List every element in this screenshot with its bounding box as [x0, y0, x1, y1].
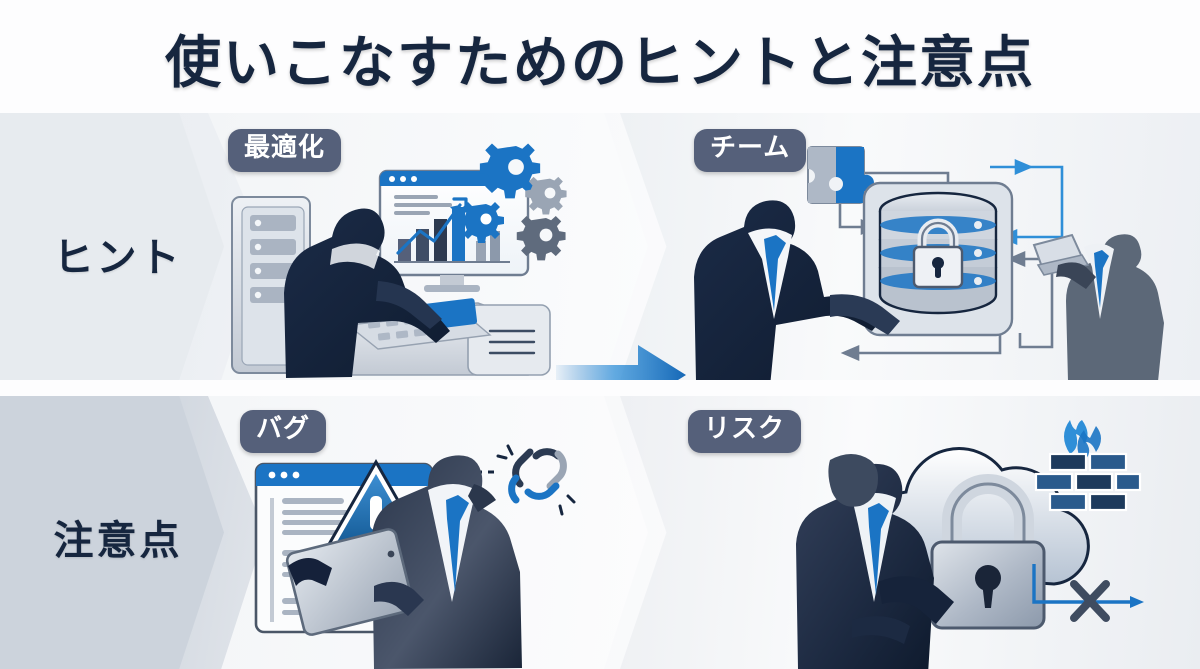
- row-label-hints: ヒント: [53, 235, 183, 281]
- row-hints-label-chevron: [0, 113, 224, 380]
- illustration-cloud-security-risk: [796, 414, 1198, 669]
- monitor-icon: [378, 169, 530, 292]
- badge-bug: バグ: [240, 410, 327, 453]
- database-icon: [862, 181, 1014, 337]
- person-silhouette: [1032, 233, 1164, 380]
- broken-link-icon: [472, 444, 576, 516]
- badge-team: チーム: [694, 129, 807, 172]
- row-label-cautions: 注意点: [53, 518, 183, 564]
- gear-icon: [516, 215, 566, 261]
- gear-icon: [525, 176, 567, 215]
- person-silhouette: [372, 455, 522, 669]
- person-silhouette: [796, 454, 954, 669]
- person-silhouette: [694, 200, 900, 380]
- puzzle-piece-icon: [807, 146, 875, 204]
- blue-gradient-arrow: [556, 341, 686, 380]
- row-hints: ヒント 最適化 チーム: [0, 113, 1200, 380]
- tablet-icon: [285, 528, 415, 636]
- illustration-workstation-optimization: [228, 143, 567, 378]
- row-cautions: 注意点 バグ リスク: [0, 396, 1200, 669]
- badge-optimization: 最適化: [228, 129, 342, 172]
- person-hands: [288, 558, 424, 616]
- lock-icon: [912, 218, 964, 289]
- gear-icon: [459, 202, 504, 243]
- illustration-bug-alert-tablet: [250, 420, 580, 669]
- person-silhouette: [284, 208, 450, 378]
- badge-risk: リスク: [688, 410, 802, 453]
- firewall-icon: [1034, 420, 1142, 512]
- row-cautions-label-chevron: [0, 396, 224, 669]
- blocked-arrow-icon: [1032, 564, 1144, 622]
- page-title: 使いこなすためのヒントと注意点: [165, 31, 1035, 96]
- illustration-team-secure-database: [690, 141, 1164, 380]
- gear-icon: [479, 143, 541, 199]
